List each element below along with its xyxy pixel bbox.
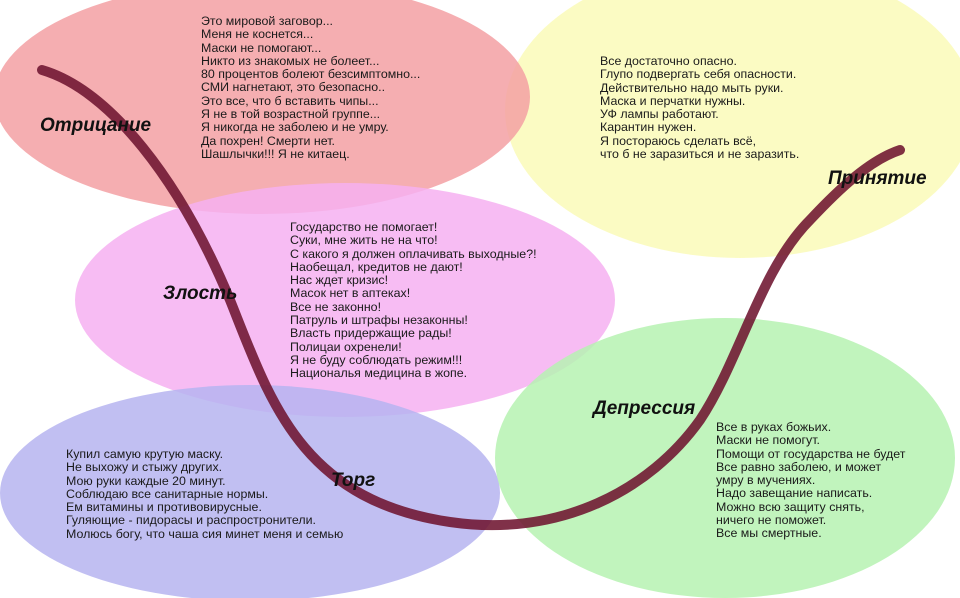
phrase-list-acceptance: Все достаточно опасно.Глупо подвергать с… [600, 54, 800, 162]
phrase-line: Купил самую крутую маску. [66, 447, 224, 461]
phrase-list-denial: Это мировой заговор...Меня не коснется..… [201, 14, 421, 161]
phrase-line: умру в мучениях. [716, 473, 816, 488]
phrase-line: УФ лампы работают. [600, 107, 719, 122]
phrase-line: Гуляющие - пидорасы и распростронители. [66, 513, 316, 528]
phrase-line: Можно всю защиту снять, [716, 499, 865, 514]
phrase-line: Власть придержащие рады! [290, 326, 452, 341]
bargaining-ellipse [0, 385, 500, 598]
phrase-line: ничего не поможет. [716, 513, 827, 528]
phrase-line: Молюсь богу, что чаша сия минет меня и с… [66, 526, 344, 541]
denial-ellipse [0, 0, 530, 214]
phrase-line: Маски не помогают... [201, 40, 322, 55]
phrase-line: 80 процентов болеют безсимптомно... [201, 67, 421, 82]
phrase-line: Мою руки каждые 20 минут. [66, 473, 226, 488]
phrase-line: Все равно заболею, и может [716, 459, 881, 474]
stage-label-denial: Отрицание [40, 115, 152, 136]
phrase-line: Наобещал, кредитов не дают! [290, 259, 463, 274]
phrase-list-anger: Государство не помогает!Суки, мне жить н… [290, 220, 537, 381]
phrase-line: Патруль и штрафы незаконны! [290, 313, 468, 328]
phrase-line: Надо завещание написать. [716, 486, 873, 501]
phrase-line: Все в руках божьих. [716, 420, 832, 434]
phrase-line: Я не буду соблюдать режим!!! [290, 352, 463, 367]
stage-label-anger: Злость [163, 283, 238, 304]
stage-label-acceptance: Принятие [828, 168, 927, 189]
phrase-line: Не выхожу и стыжу других. [66, 460, 223, 475]
phrase-line: Это все, что б вставить чипы... [201, 93, 379, 108]
phrase-line: Шашлычки!!! Я не китаец. [201, 146, 350, 161]
phrase-line: Я не в той возрастной группе... [201, 107, 381, 122]
phrase-line: СМИ нагнетают, это безопасно.. [201, 80, 386, 95]
phrase-line: Все достаточно опасно. [600, 54, 737, 68]
phrase-line: Суки, мне жить не на что! [290, 233, 438, 248]
acceptance-ellipse [505, 0, 960, 258]
phrase-line: Это мировой заговор... [201, 14, 333, 28]
phrase-line: С какого я должен оплачивать выходные?! [290, 246, 537, 261]
phrase-line: Маски не помогут. [716, 433, 820, 448]
phrase-line: Да похрен! Смерти нет. [201, 133, 335, 148]
phrase-list-depression: Все в руках божьих.Маски не помогут.Помо… [716, 420, 906, 541]
phrase-line: Националья медицина в жопе. [290, 366, 468, 381]
phrase-line: Все мы смертные. [716, 526, 822, 541]
phrase-line: Глупо подвергать себя опасности. [600, 67, 797, 82]
phrase-line: что б не заразиться и не заразить. [600, 147, 800, 162]
phrase-line: Масок нет в аптеках! [290, 286, 411, 301]
anger-ellipse [75, 183, 615, 417]
phrase-line: Меня не коснется... [201, 27, 314, 42]
phrase-line: Никто из знакомых не болеет... [201, 53, 380, 68]
phrase-line: Все не законно! [290, 299, 382, 314]
grief-curve [37, 65, 905, 531]
stage-label-bargaining: Торг [331, 470, 376, 491]
phrase-line: Маска и перчатки нужны. [600, 93, 746, 108]
phrase-list-bargaining: Купил самую крутую маску.Не выхожу и сты… [66, 447, 344, 541]
stage-label-depression: Депрессия [593, 398, 696, 419]
phrase-line: Ем витамины и противовирусные. [66, 500, 262, 515]
phrase-line: Нас ждет кризис! [290, 273, 389, 288]
phrase-line: Соблюдаю все санитарные нормы. [66, 486, 269, 501]
phrase-line: Действительно надо мыть руки. [600, 80, 784, 95]
phrase-line: Я никогда не заболею и не умру. [201, 120, 389, 135]
phrase-line: Полицаи охренели! [290, 339, 402, 354]
phrase-line: Карантин нужен. [600, 120, 697, 135]
phrase-line: Государство не помогает! [290, 220, 438, 234]
phrase-line: Помощи от государства не будет [716, 446, 906, 461]
phrase-line: Я постораюсь сделать всё, [600, 133, 757, 148]
depression-ellipse [495, 318, 955, 598]
